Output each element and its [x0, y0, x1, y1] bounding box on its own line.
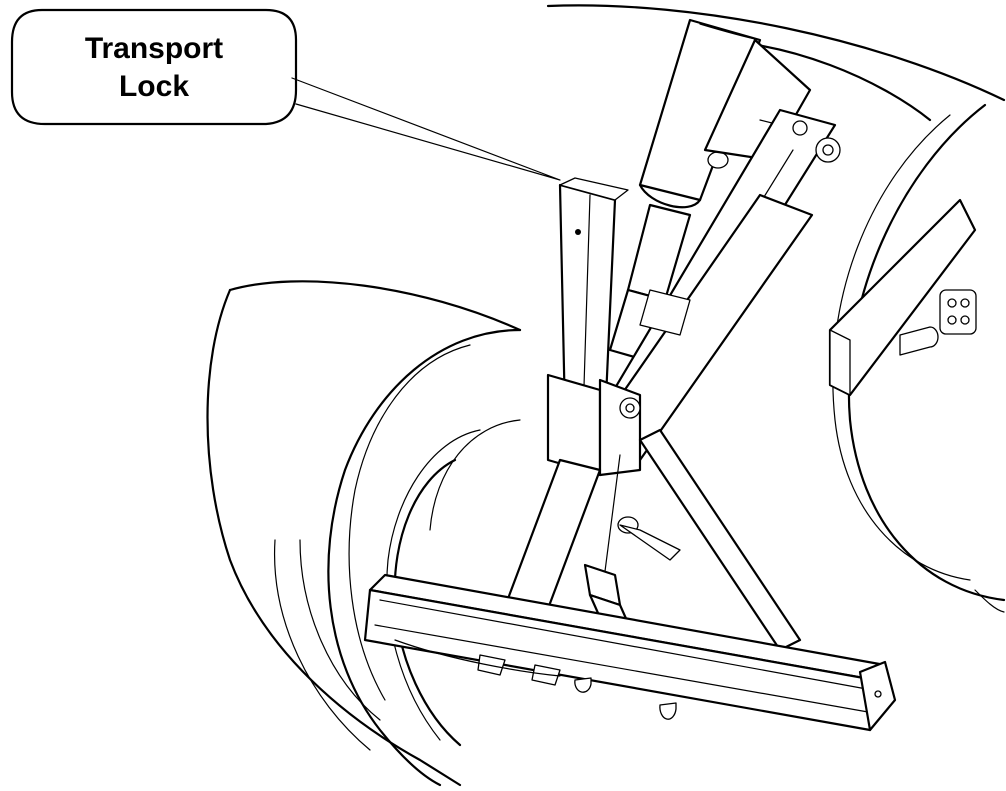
callout-label: Transport Lock — [10, 8, 298, 128]
front-tire — [206, 280, 522, 787]
callout-bubble — [10, 8, 561, 181]
callout-line-2: Lock — [118, 70, 190, 103]
transport-lock-bracket — [546, 177, 642, 477]
cross-bar — [363, 573, 897, 732]
side-bracket — [828, 198, 977, 397]
callout-leader — [291, 77, 561, 181]
callout-line-1: Transport — [84, 32, 224, 65]
a-frame — [498, 289, 802, 652]
